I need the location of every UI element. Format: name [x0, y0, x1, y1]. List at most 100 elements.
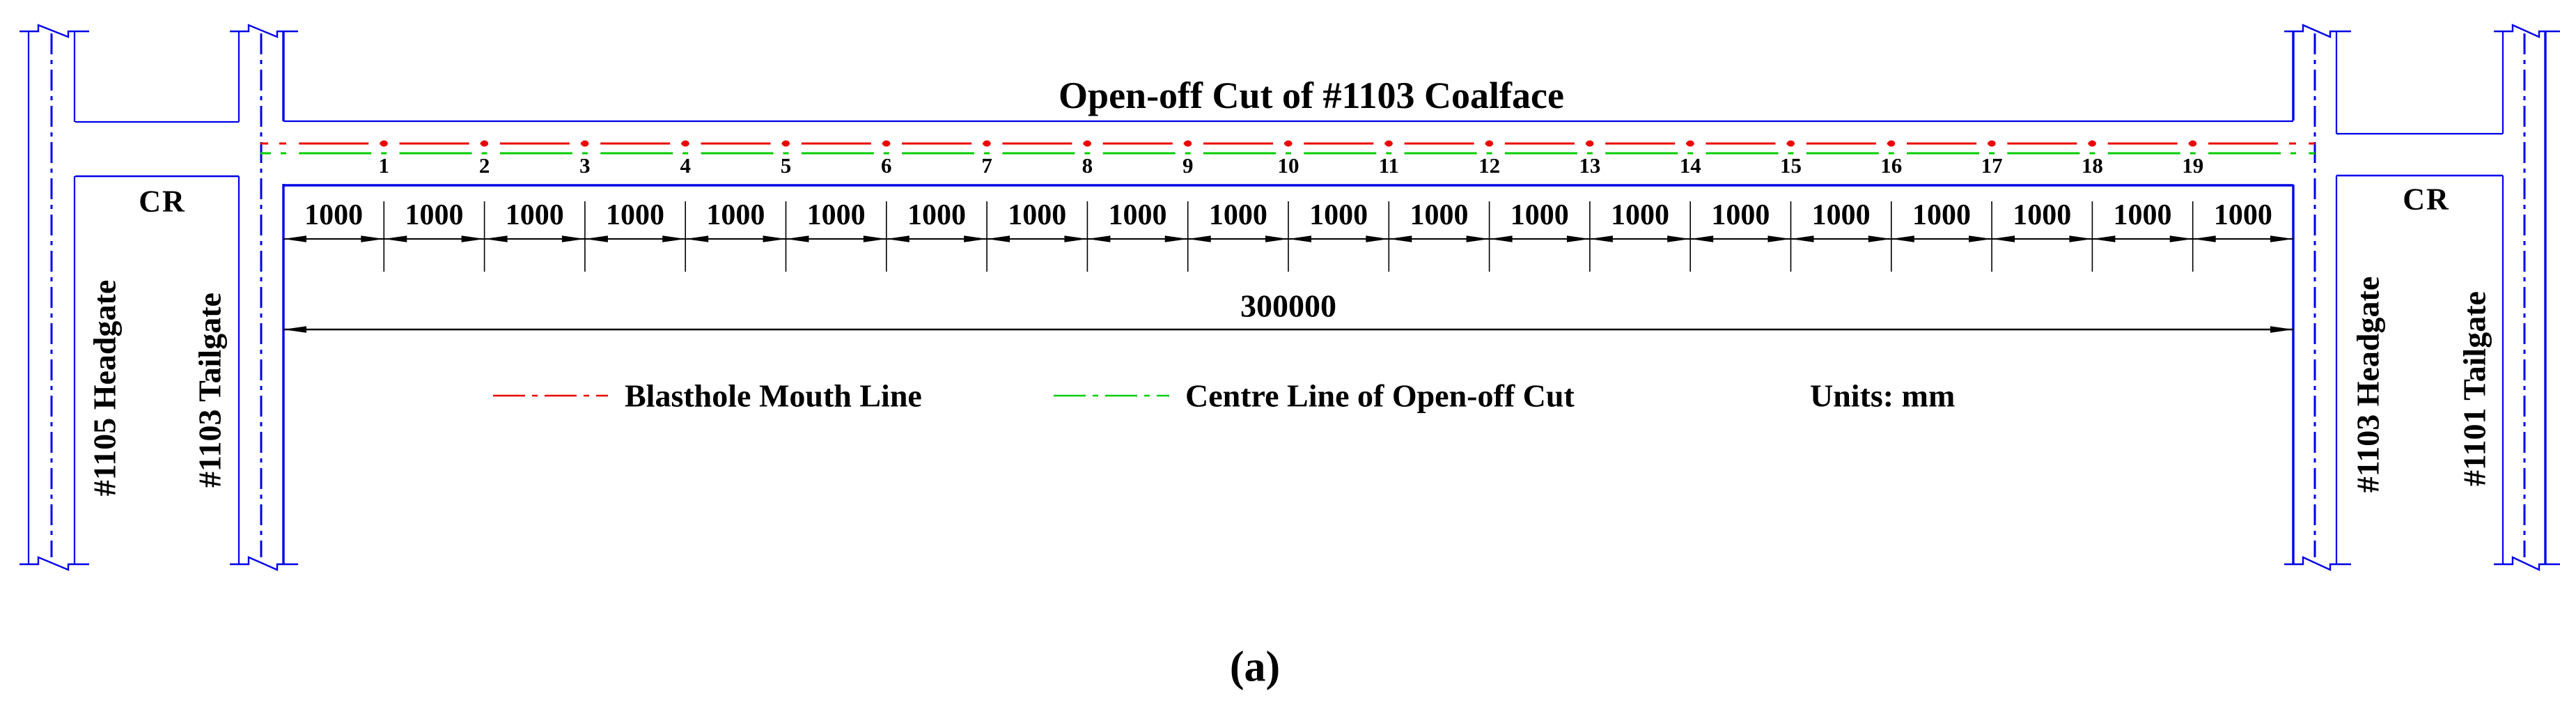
spacing-label: 1000 [1309, 199, 1368, 231]
spacing-label: 1000 [606, 199, 665, 231]
blasthole-dot [1485, 140, 1494, 147]
blasthole-dot [581, 140, 589, 147]
blasthole-number: 13 [1579, 153, 1601, 178]
spacing-label: 1000 [1410, 199, 1469, 231]
arrowhead-icon [1767, 235, 1791, 242]
blasthole-dot [983, 140, 991, 147]
break-icon [2284, 24, 2351, 38]
arrowhead-icon [1891, 235, 1914, 242]
blasthole-number: 15 [1780, 153, 1802, 178]
spacing-label: 1000 [2113, 199, 2172, 231]
blasthole-number: 9 [1182, 153, 1194, 178]
arrowhead-icon [1265, 235, 1288, 242]
arrowhead-icon [1389, 235, 1412, 242]
blasthole-number: 4 [680, 153, 691, 178]
arrowhead-icon [1868, 235, 1891, 242]
arrowhead-icon [1187, 235, 1211, 242]
spacing-label: 1000 [1510, 199, 1569, 231]
blasthole-dot [1787, 140, 1795, 147]
break-symbol-group [19, 24, 2560, 571]
blasthole-dot [782, 140, 790, 147]
arrowhead-icon [685, 235, 709, 242]
break-icon [19, 556, 89, 571]
roadway-label-1103-tailgate: #1103 Tailgate [192, 293, 228, 488]
arrowhead-icon [2169, 235, 2193, 242]
excavation-walls [75, 120, 2503, 187]
spacing-label: 1000 [1008, 199, 1067, 231]
blasthole-dot [481, 140, 489, 147]
blasthole-number: 16 [1880, 153, 1903, 178]
arrowhead-icon [1992, 235, 2015, 242]
spacing-label: 1000 [2213, 199, 2272, 231]
arrowhead-icon [987, 235, 1010, 242]
break-icon [230, 556, 298, 571]
arrowhead-icon [361, 235, 384, 242]
blasthole-number: 2 [478, 153, 490, 178]
blasthole-dot [1384, 140, 1393, 147]
arrowhead-icon [2192, 235, 2216, 242]
arrowhead-icon [1667, 235, 1691, 242]
units-note: Units: mm [1810, 378, 1956, 414]
arrowhead-icon [1790, 235, 1814, 242]
blasthole-dot [882, 140, 891, 147]
arrowhead-icon [1164, 235, 1188, 242]
crosscut-label-right: CR [2403, 182, 2450, 217]
arrowhead-icon [584, 235, 608, 242]
arrowhead-icon [2270, 326, 2293, 333]
arrowhead-icon [662, 235, 686, 242]
blasthole-number: 7 [981, 153, 992, 178]
arrowhead-icon [2270, 235, 2293, 242]
break-icon [230, 24, 298, 38]
break-icon [2494, 556, 2560, 571]
blasthole-dot [1184, 140, 1192, 147]
blasthole-dot [1284, 140, 1293, 147]
arrowhead-icon [283, 326, 306, 333]
blasthole-dot [681, 140, 689, 147]
arrowhead-icon [1969, 235, 1992, 242]
blasthole-dot [1083, 140, 1091, 147]
arrowhead-icon [461, 235, 485, 242]
blasthole-number: 1 [378, 153, 390, 178]
spacing-label: 1000 [706, 199, 765, 231]
spacing-label: 1000 [505, 199, 564, 231]
figure-title: Open-off Cut of #1103 Coalface [1059, 75, 1564, 116]
arrowhead-icon [964, 235, 988, 242]
blasthole-number: 6 [881, 153, 892, 178]
blasthole-dot [1988, 140, 1996, 147]
arrowhead-icon [1690, 235, 1714, 242]
blasthole-number: 18 [2081, 153, 2103, 178]
total-length-label: 300000 [1240, 288, 1336, 324]
blasthole-dot [2189, 140, 2197, 147]
arrowhead-icon [1489, 235, 1513, 242]
arrowhead-icon [1087, 235, 1111, 242]
legend-blasthole-label: Blasthole Mouth Line [625, 378, 922, 414]
blasthole-number: 19 [2182, 153, 2204, 178]
arrowhead-icon [1366, 235, 1389, 242]
spacing-label: 1000 [1611, 199, 1670, 231]
legend-centreline-label: Centre Line of Open-off Cut [1185, 378, 1575, 414]
spacing-label: 1000 [1108, 199, 1167, 231]
blasthole-dot [380, 140, 388, 147]
arrowhead-icon [1064, 235, 1088, 242]
spacing-label: 1000 [304, 199, 364, 231]
break-icon [2284, 556, 2351, 571]
roadway-label-1101-tailgate: #1101 Tailgate [2456, 291, 2492, 486]
spacing-label: 1000 [1208, 199, 1267, 231]
arrowhead-icon [2092, 235, 2116, 242]
arrowhead-icon [2069, 235, 2093, 242]
blasthole-dot [1887, 140, 1896, 147]
arrowhead-icon [1589, 235, 1613, 242]
roadway-walls [27, 31, 2547, 564]
spacing-label: 1000 [806, 199, 866, 231]
spacing-label: 1000 [907, 199, 966, 231]
arrowhead-icon [484, 235, 508, 242]
blasthole-number: 3 [579, 153, 591, 178]
arrowhead-icon [283, 235, 306, 242]
arrowhead-icon [1288, 235, 1311, 242]
arrowhead-icon [1566, 235, 1590, 242]
arrowhead-icon [786, 235, 809, 242]
break-icon [19, 24, 89, 38]
blasthole-dot [1686, 140, 1694, 147]
blasthole-number: 11 [1378, 153, 1399, 178]
arrowhead-icon [863, 235, 887, 242]
